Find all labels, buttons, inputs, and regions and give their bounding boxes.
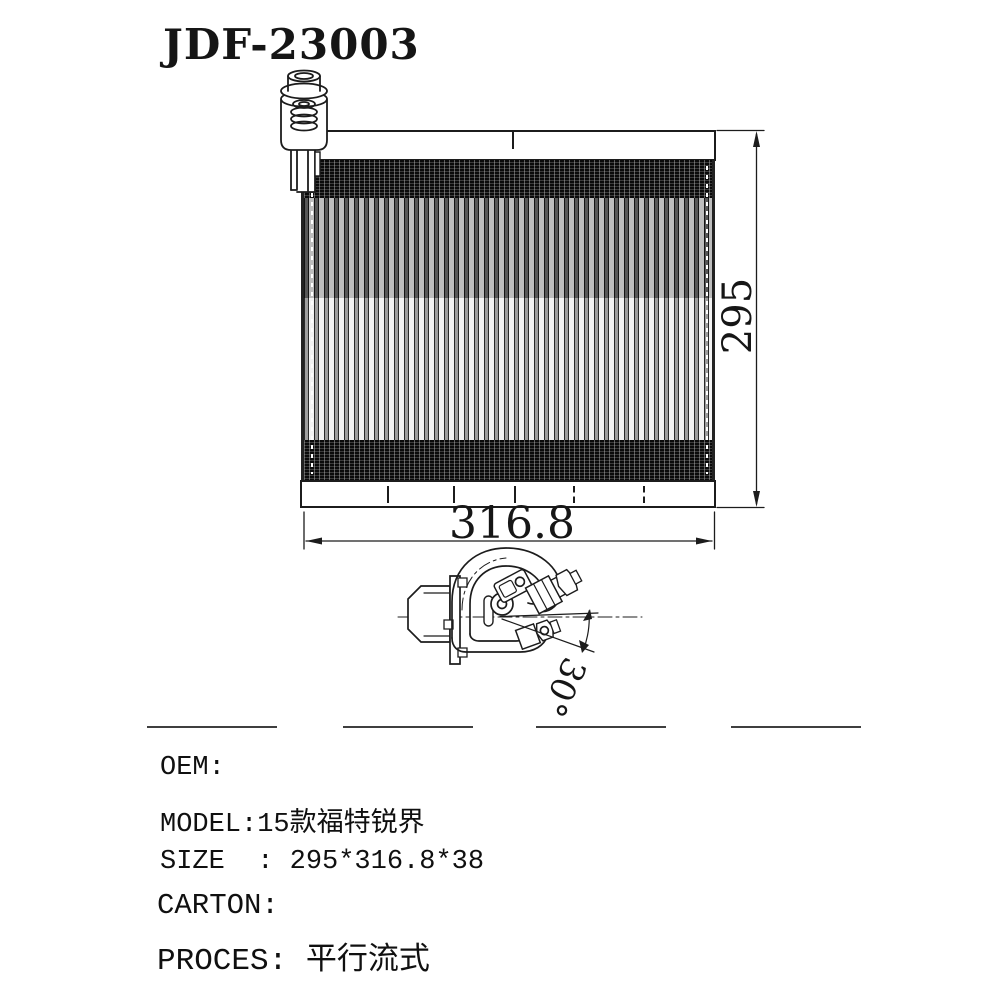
spec-proces: PROCES: 平行流式 bbox=[157, 944, 430, 979]
spec-model: MODEL:15款福特锐界 bbox=[160, 810, 425, 840]
top-header-tick bbox=[512, 132, 514, 149]
spec-carton: CARTON: bbox=[157, 889, 279, 922]
spec-size: SIZE : 295*316.8*38 bbox=[160, 847, 485, 877]
bottom-header-tick bbox=[387, 486, 389, 503]
angle-dimension-lines bbox=[500, 609, 598, 653]
separator-line bbox=[536, 726, 666, 728]
evaporator-bottom-header bbox=[300, 480, 716, 508]
spec-oem: OEM: bbox=[160, 753, 225, 783]
evaporator-core bbox=[301, 160, 715, 480]
tube-stripes-lower bbox=[304, 298, 712, 440]
part-number-title: JDF-23003 bbox=[163, 20, 420, 69]
height-dimension-label: 295 bbox=[715, 277, 761, 355]
width-dimension-label: 316.8 bbox=[449, 497, 575, 549]
separator-line bbox=[343, 726, 473, 728]
tube-stripes-upper bbox=[304, 198, 712, 298]
angle-dimension-label: 30° bbox=[532, 651, 594, 723]
right-edge-dashed-line bbox=[706, 166, 708, 474]
evaporator-top-header bbox=[300, 130, 716, 161]
left-edge-dashed-line bbox=[311, 166, 313, 474]
bottom-header-tick bbox=[643, 486, 645, 503]
pipe-assembly-bottom-view bbox=[398, 548, 642, 664]
separator-line bbox=[731, 726, 861, 728]
fin-band-bottom bbox=[304, 440, 712, 480]
bottom-header-tick bbox=[514, 486, 516, 503]
upper-flange bbox=[526, 563, 586, 613]
bottom-header-tick bbox=[573, 486, 575, 503]
fin-band-top bbox=[304, 160, 712, 198]
lower-fitting bbox=[516, 616, 562, 649]
separator-line bbox=[147, 726, 277, 728]
bottom-header-tick bbox=[453, 486, 455, 503]
